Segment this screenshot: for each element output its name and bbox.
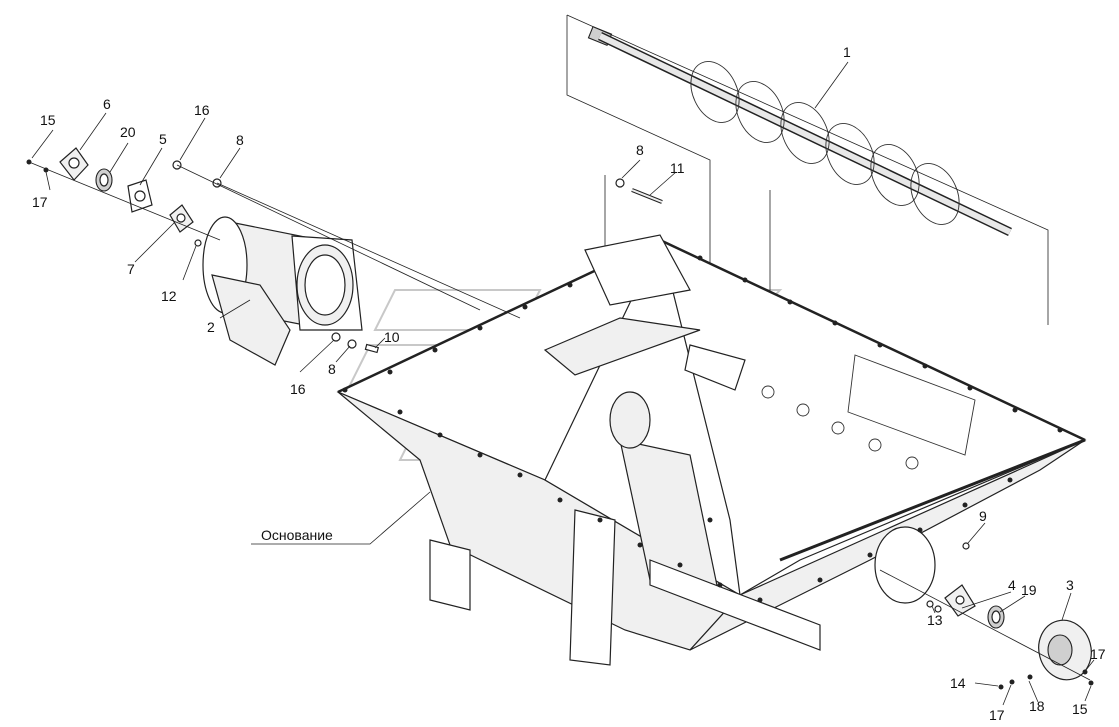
callout-14: 14: [950, 675, 966, 691]
callout-2: 2: [207, 319, 215, 335]
top-fasteners: [615, 178, 663, 204]
right-bearing-parts: [879, 542, 1094, 690]
callout-15-left: 15: [40, 112, 56, 128]
callout-7: 7: [127, 261, 135, 277]
callout-8-bottom: 8: [328, 361, 336, 377]
callout-20: 20: [120, 124, 136, 140]
callout-12: 12: [161, 288, 177, 304]
callout-10: 10: [384, 329, 400, 345]
callout-19: 19: [1021, 582, 1037, 598]
callout-13: 13: [927, 612, 943, 628]
base-label: Основание: [261, 527, 333, 543]
callout-9: 9: [979, 508, 987, 524]
callout-1: 1: [843, 44, 851, 60]
callout-8-middle: 8: [636, 142, 644, 158]
callout-6: 6: [103, 96, 111, 112]
callout-5: 5: [159, 131, 167, 147]
callout-17-right: 17: [1090, 646, 1106, 662]
auger-housing: [202, 216, 363, 366]
callout-18: 18: [1029, 698, 1045, 714]
hopper-base: [336, 238, 1087, 666]
callout-16-top: 16: [194, 102, 210, 118]
auger-shaft: [587, 25, 1012, 237]
callout-17-bottom: 17: [989, 707, 1005, 723]
callout-16-bottom: 16: [290, 381, 306, 397]
callout-4: 4: [1008, 577, 1016, 593]
leader-lines: [31, 61, 1095, 706]
deflector-plates: [543, 234, 746, 391]
callout-17-left: 17: [32, 194, 48, 210]
callout-15-right: 15: [1072, 701, 1088, 717]
callout-11: 11: [670, 160, 685, 176]
left-bearing-parts: [26, 147, 521, 354]
callout-8-top: 8: [236, 132, 244, 148]
callout-3: 3: [1066, 577, 1074, 593]
